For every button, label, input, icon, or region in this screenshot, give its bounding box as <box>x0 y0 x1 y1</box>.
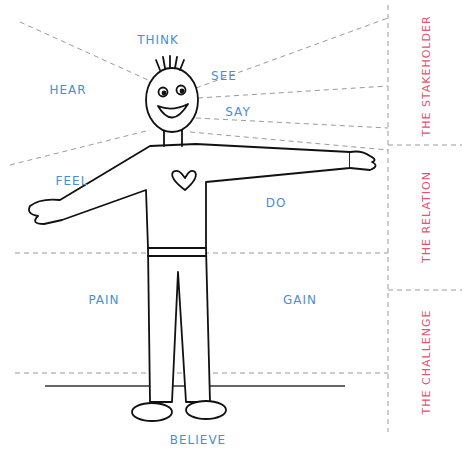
map-label: SAY <box>225 105 250 119</box>
map-label: FEEL <box>56 174 89 188</box>
map-label: HEAR <box>49 83 86 97</box>
section-label: THE STAKEHOLDER <box>420 15 433 136</box>
map-label: DO <box>266 196 287 210</box>
map-label: BELIEVE <box>170 433 226 447</box>
map-label: SEE <box>211 69 237 83</box>
section-label: THE RELATION <box>420 171 433 263</box>
map-label: THINK <box>137 33 179 47</box>
map-label: PAIN <box>88 293 119 307</box>
section-label: THE CHALLENGE <box>420 310 433 415</box>
map-label: GAIN <box>283 293 317 307</box>
